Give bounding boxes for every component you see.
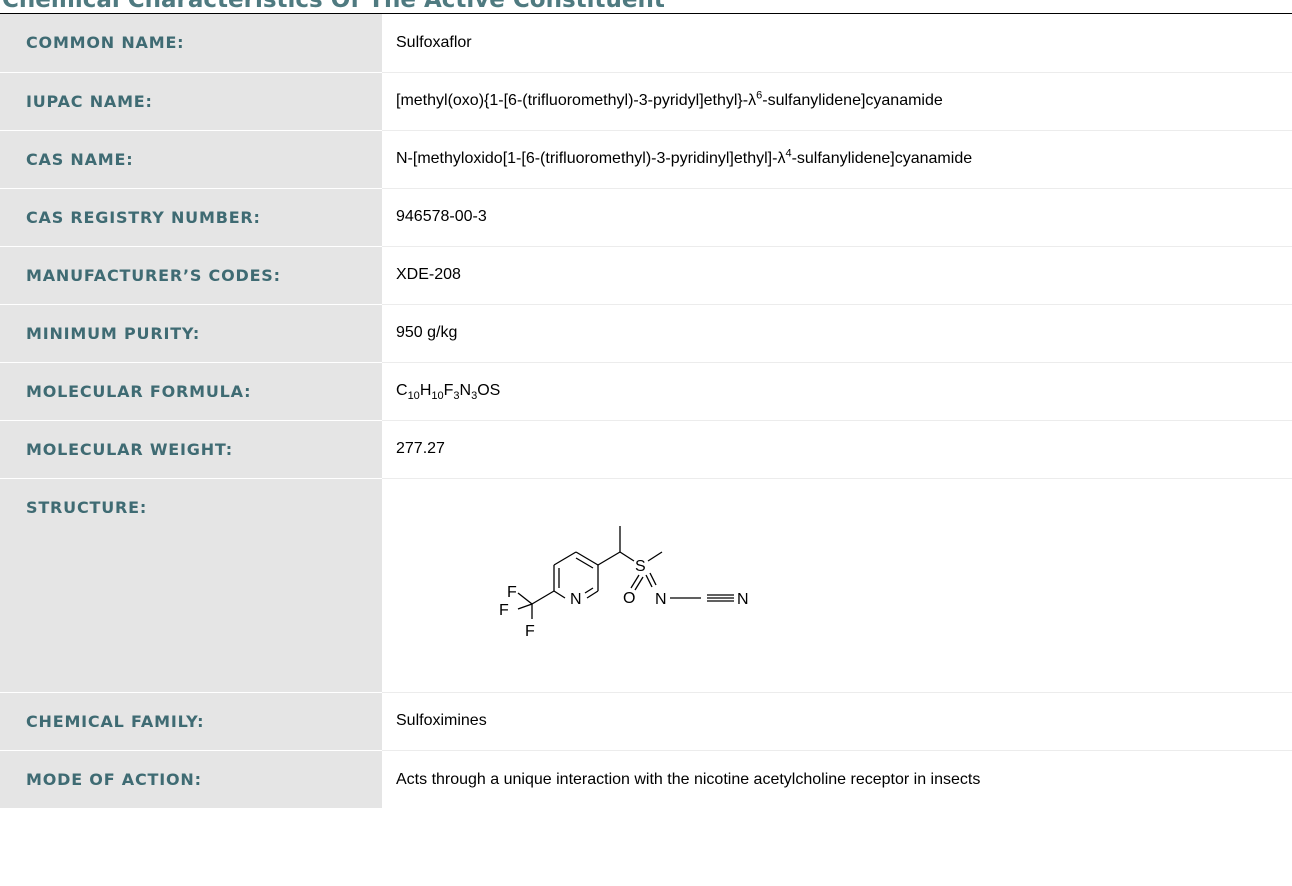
formula-element: N — [459, 382, 472, 399]
table-row: MODE OF ACTION: Acts through a unique in… — [0, 749, 1292, 808]
row-value-molecular-weight: 277.27 — [382, 419, 1292, 478]
row-value-common-name: Sulfoxaflor — [396, 33, 472, 51]
cas-name-part: N-[methyloxido[1-[6-(trifluoromethyl)-3-… — [396, 150, 786, 167]
row-label-molecular-formula: MOLECULAR FORMULA: — [0, 361, 382, 420]
table-row: MOLECULAR WEIGHT: 277.27 — [0, 419, 1292, 478]
structure-bonds — [517, 525, 734, 619]
atom-label-oxygen: O — [623, 590, 635, 607]
table-row: CAS NAME: N-[methyloxido[1-[6-(trifluoro… — [0, 129, 1292, 188]
atom-label-imine-nitrogen: N — [655, 591, 667, 608]
atom-label-fluorine: F — [525, 623, 535, 640]
row-value-molecular-formula: C10H10F3N3OS — [382, 361, 1292, 420]
row-value-structure: F F F N S O N N — [382, 477, 1292, 692]
atom-label-ring-nitrogen: N — [570, 591, 582, 608]
atom-label-fluorine: F — [499, 602, 509, 619]
table-row: MINIMUM PURITY: 950 g/kg — [0, 303, 1292, 362]
row-value-mode-of-action: Acts through a unique interaction with t… — [382, 749, 1292, 808]
row-value-minimum-purity: 950 g/kg — [382, 303, 1292, 362]
formula-element: C — [396, 382, 408, 399]
row-label-minimum-purity: MINIMUM PURITY: — [0, 303, 382, 362]
row-label-molecular-weight: MOLECULAR WEIGHT: — [0, 419, 382, 478]
row-value-manufacturers-codes: XDE-208 — [382, 245, 1292, 304]
table-row: MOLECULAR FORMULA: C10H10F3N3OS — [0, 361, 1292, 420]
table-row: IUPAC NAME: [methyl(oxo){1-[6-(trifluoro… — [0, 71, 1292, 130]
iupac-name-part: -sulfanylidene]cyanamide — [762, 92, 943, 109]
table-row: MANUFACTURER’S CODES: XDE-208 — [0, 245, 1292, 304]
iupac-name-superscript: 6 — [756, 89, 763, 102]
atom-label-nitrile-nitrogen: N — [737, 591, 749, 608]
cas-name-superscript: 4 — [785, 147, 792, 160]
row-label-chemical-family: CHEMICAL FAMILY: — [0, 691, 382, 750]
table-row: STRUCTURE: — [0, 477, 1292, 692]
chemical-structure-diagram: F F F N S O N N — [499, 525, 749, 640]
cas-name-part: -sulfanylidene]cyanamide — [791, 150, 973, 167]
row-value-cas-name: N-[methyloxido[1-[6-(trifluoromethyl)-3-… — [382, 129, 1292, 188]
atom-label-fluorine: F — [507, 584, 517, 601]
row-value-iupac-name: [methyl(oxo){1-[6-(trifluoromethyl)-3-py… — [382, 71, 1292, 130]
formula-count: 10 — [407, 390, 420, 403]
heading-rule — [0, 13, 1292, 14]
formula-count: 3 — [453, 390, 460, 403]
formula-count: 10 — [431, 390, 444, 403]
table-row: CAS REGISTRY NUMBER: 946578-00-3 — [0, 187, 1292, 246]
characteristics-table: COMMON NAME: Sulfoxaflor IUPAC NAME: [me… — [0, 14, 1292, 808]
section-heading: Chemical Characteristics Of The Active C… — [2, 0, 665, 13]
row-value-chemical-family: Sulfoximines — [382, 691, 1292, 750]
row-label-cas-name: CAS NAME: — [0, 129, 382, 188]
formula-element: F — [443, 382, 454, 399]
formula-element: H — [419, 382, 432, 399]
table-row: CHEMICAL FAMILY: Sulfoximines — [0, 691, 1292, 750]
iupac-name-part: [methyl(oxo){1-[6-(trifluoromethyl)-3-py… — [396, 92, 757, 109]
row-value-cas-registry-number: 946578-00-3 — [382, 187, 1292, 246]
row-label-iupac-name: IUPAC NAME: — [0, 71, 382, 130]
row-label-mode-of-action: MODE OF ACTION: — [0, 749, 382, 808]
row-label-structure: STRUCTURE: — [0, 477, 382, 692]
row-label-common-name: COMMON NAME: — [0, 14, 382, 72]
row-label-cas-registry-number: CAS REGISTRY NUMBER: — [0, 187, 382, 246]
row-label-manufacturers-codes: MANUFACTURER’S CODES: — [0, 245, 382, 304]
formula-element: OS — [477, 382, 501, 399]
atom-label-sulfur: S — [635, 558, 646, 575]
table-row: COMMON NAME: Sulfoxaflor — [0, 14, 1292, 72]
formula-count: 3 — [471, 390, 478, 403]
